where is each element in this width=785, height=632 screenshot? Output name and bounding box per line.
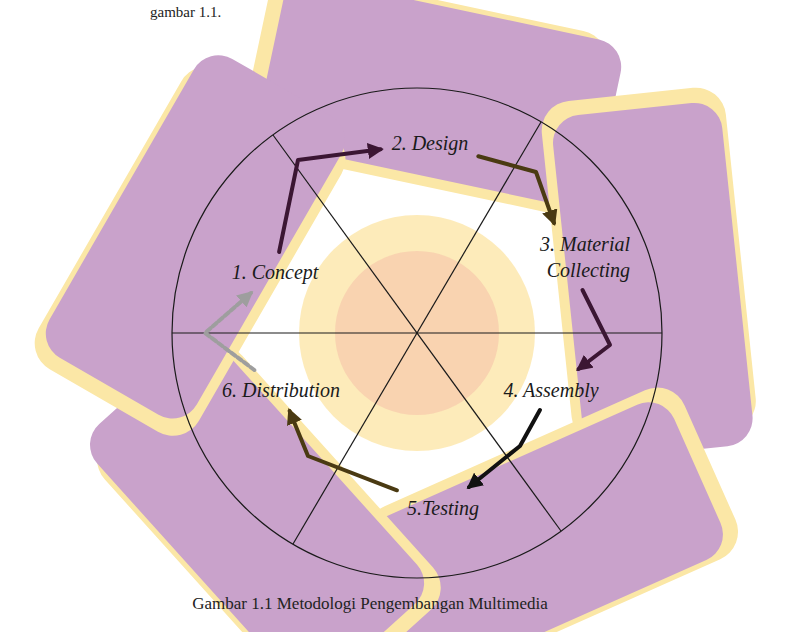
phase-label: 6. Distribution [222, 377, 340, 403]
phase-label: 3. Material Collecting [502, 231, 630, 283]
flow-arrow [478, 156, 554, 223]
phase-sector: 1. Concept [226, 256, 325, 288]
phase-sector: 2. Design [386, 127, 475, 159]
phase-label: 4. Assembly [503, 377, 598, 403]
sector-line [293, 122, 541, 544]
flow-arrow [469, 410, 540, 487]
phase-label: 1. Concept [232, 259, 319, 285]
phase-sector: 5.Testing [401, 492, 485, 524]
phase-sector: 6. Distribution [216, 374, 346, 406]
figure-caption: Gambar 1.1 Metodologi Pengembangan Multi… [0, 594, 740, 614]
flow-arrow [205, 293, 254, 370]
phase-sector: 4. Assembly [497, 374, 604, 406]
pinwheel [24, 0, 761, 632]
flow-arrow [579, 290, 610, 369]
figure-reference: gambar 1.1. [150, 4, 221, 21]
flow-arrow [279, 149, 381, 252]
phase-label: 2. Design [392, 130, 469, 156]
blade [24, 42, 364, 446]
flow-arrow [290, 411, 397, 490]
phase-sector: 3. Material Collecting [496, 228, 636, 286]
phase-label: 5.Testing [407, 495, 479, 521]
cycle-circle [172, 88, 662, 578]
